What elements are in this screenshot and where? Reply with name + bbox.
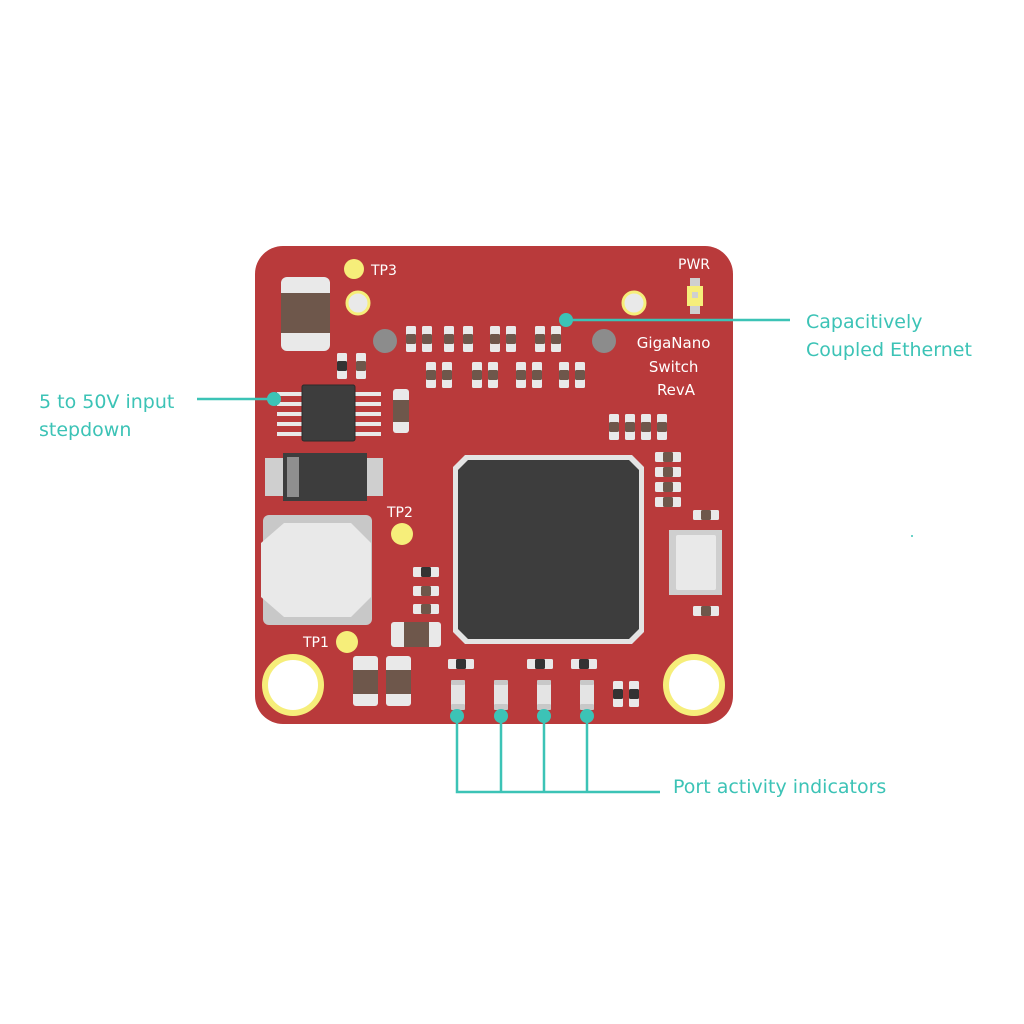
resistor [444,326,454,352]
capacitor [391,622,441,647]
mounting-hole [663,654,725,716]
resistor [693,606,719,616]
tp3-label: TP3 [370,263,397,279]
resistor [641,414,651,440]
resistor [442,362,452,388]
annotation-line: Coupled Ethernet [806,339,972,361]
resistor [413,586,439,596]
annotation-line: 5 to 50V input [39,391,174,413]
diode-small [613,681,623,707]
tp2-label: TP2 [386,505,413,521]
switch-chip [453,455,644,644]
resistor [463,326,473,352]
port-activity-led [451,680,465,710]
via-hole [621,290,647,316]
diode [265,453,383,501]
inductor [261,515,372,625]
diode-small [629,681,639,707]
board-name: GigaNano Switch RevA [637,334,715,399]
resistor [422,326,432,352]
resistor [490,326,500,352]
capacitor [353,656,378,706]
diode-small [413,567,439,577]
capacitor [386,656,411,706]
bulk-capacitor [281,277,330,351]
pwr-label: PWR [678,257,710,273]
annotation-input: 5 to 50V input stepdown [39,391,180,441]
board-name-line: Switch [649,358,699,376]
resistor [488,362,498,388]
resistor [655,497,681,507]
resistor [657,414,667,440]
diode-small [337,353,347,379]
smd-components [337,326,719,707]
resistor [472,362,482,388]
tp1-label: TP1 [302,635,329,651]
board-name-line: GigaNano [637,334,711,352]
resistor [655,452,681,462]
annotation-dots [267,313,913,723]
annotation-line: Capacitively [806,311,923,333]
power-led [687,278,703,314]
tp3-pad [344,259,364,279]
mounting-hole [262,654,324,716]
diode-small [527,659,553,669]
capacitor [393,389,409,433]
board-name-line: RevA [657,381,696,399]
resistor [625,414,635,440]
resistor [406,326,416,352]
resistor [693,510,719,520]
port-activity-led [580,680,594,710]
annotation-line: stepdown [39,419,131,441]
resistor [655,467,681,477]
resistor [655,482,681,492]
tp1-pad [336,631,358,653]
resistor [575,362,585,388]
port-activity-led [537,680,551,710]
diode-small [448,659,474,669]
resistor [516,362,526,388]
resistor [356,353,366,379]
fiducial [373,329,397,353]
crystal [669,530,722,595]
annotation-ethernet: Capacitively Coupled Ethernet [806,311,972,361]
resistor [413,604,439,614]
port-activity-led [494,680,508,710]
resistor [532,362,542,388]
annotation-ports: Port activity indicators [673,776,886,798]
via-hole [345,290,371,316]
tp2-pad [391,523,413,545]
fiducial [592,329,616,353]
resistor [506,326,516,352]
resistor [551,326,561,352]
resistor [535,326,545,352]
port-leds [451,680,594,710]
leader-lines [197,318,790,794]
resistor [426,362,436,388]
resistor [609,414,619,440]
resistor [559,362,569,388]
diode-small [571,659,597,669]
regulator-ic [277,384,381,442]
